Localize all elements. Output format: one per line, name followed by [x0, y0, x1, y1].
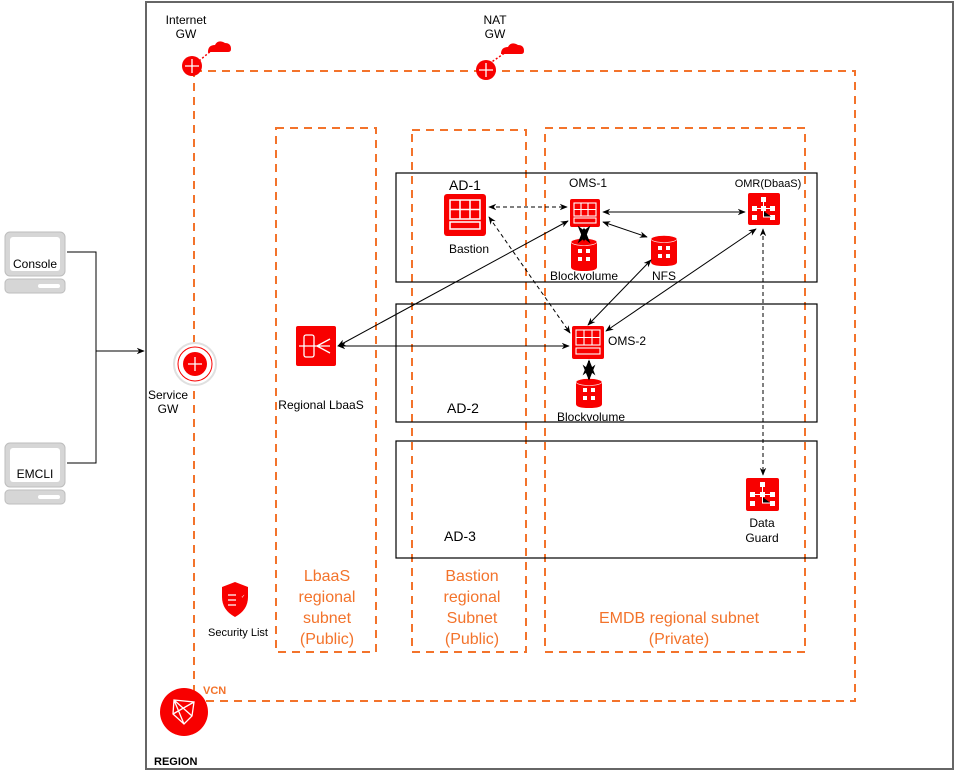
emcli-client[interactable]: EMCLI: [4, 442, 66, 505]
vcn-icon[interactable]: [160, 688, 208, 736]
lbaas-label: Regional LbaaS: [278, 398, 363, 412]
oms-2-icon[interactable]: [572, 326, 604, 359]
console-label: Console: [13, 257, 57, 271]
nat-gateway-icon[interactable]: [476, 43, 524, 80]
data-guard-label: Data: [749, 516, 775, 530]
svg-text:subnet: subnet: [303, 610, 352, 627]
omr-icon[interactable]: [748, 193, 780, 225]
region-label: REGION: [154, 756, 197, 768]
vcn-label: VCN: [203, 685, 226, 697]
bastion-label: Bastion: [449, 242, 489, 256]
ad-1-label: AD-1: [449, 177, 481, 193]
ad-3-box: [395, 440, 818, 559]
svg-text:regional: regional: [299, 589, 356, 606]
oms2-omr-link: [605, 228, 757, 332]
ad-3-label: AD-3: [444, 528, 476, 544]
nfs-icon[interactable]: [650, 235, 678, 267]
lbaas-oms1-link: [337, 220, 569, 347]
subnet-emdb: [544, 127, 806, 653]
service-gateway-icon[interactable]: [173, 342, 217, 386]
svg-text:(Public): (Public): [300, 631, 354, 648]
client-connector: [67, 251, 145, 464]
blockvolume-1-label: Blockvolume: [550, 269, 618, 283]
service-gateway-label-2: GW: [158, 402, 179, 416]
svg-text:Bastion: Bastion: [445, 568, 498, 585]
subnet-emdb-label: EMDB regional subnet (Private): [599, 610, 760, 648]
svg-text:✓: ✓: [241, 594, 245, 600]
blockvolume-2-icon[interactable]: [575, 378, 603, 409]
subnet-lbaas-label: LbaaS regional subnet (Public): [299, 568, 356, 648]
svg-text:LbaaS: LbaaS: [304, 568, 350, 585]
blockvolume-2-label: Blockvolume: [557, 410, 625, 424]
bastion-icon[interactable]: [444, 194, 486, 236]
oms-1-icon[interactable]: [570, 199, 600, 227]
svg-text:(Public): (Public): [445, 631, 499, 648]
security-list-icon[interactable]: ✓: [222, 582, 248, 617]
omr-label: OMR(DbaaS): [735, 178, 802, 190]
console-client[interactable]: Console: [4, 231, 66, 294]
ad-2-label: AD-2: [447, 400, 479, 416]
nfs-label: NFS: [652, 269, 676, 283]
oms-2-label: OMS-2: [608, 334, 646, 348]
internet-gateway-icon[interactable]: [182, 41, 231, 76]
internet-gateway-label-2: GW: [176, 27, 197, 41]
data-guard-label-2: Guard: [745, 531, 778, 545]
svg-text:(Private): (Private): [649, 631, 709, 648]
security-list-label: Security List: [208, 627, 268, 639]
oms-1-label: OMS-1: [569, 176, 607, 190]
blockvolume-1-icon[interactable]: [570, 238, 598, 272]
emcli-label: EMCLI: [17, 467, 54, 481]
connections: [337, 203, 767, 476]
oms1-nfs-link: [602, 221, 648, 238]
lbaas-icon[interactable]: [296, 326, 336, 366]
vcn-box: [193, 70, 856, 702]
subnet-bastion-label: Bastion regional Subnet (Public): [444, 568, 501, 648]
svg-text:Subnet: Subnet: [447, 610, 498, 627]
nat-gateway-label-2: GW: [485, 27, 506, 41]
service-gateway-label: Service: [148, 388, 188, 402]
data-guard-icon[interactable]: [746, 478, 779, 511]
subnet-lbaas: [275, 127, 377, 653]
internet-gateway-label: Internet: [166, 13, 207, 27]
svg-text:EMDB regional subnet: EMDB regional subnet: [599, 610, 760, 627]
svg-text:regional: regional: [444, 589, 501, 606]
subnet-bastion: [411, 129, 527, 653]
region-box: [145, 1, 954, 770]
nat-gateway-label: NAT: [483, 13, 507, 27]
